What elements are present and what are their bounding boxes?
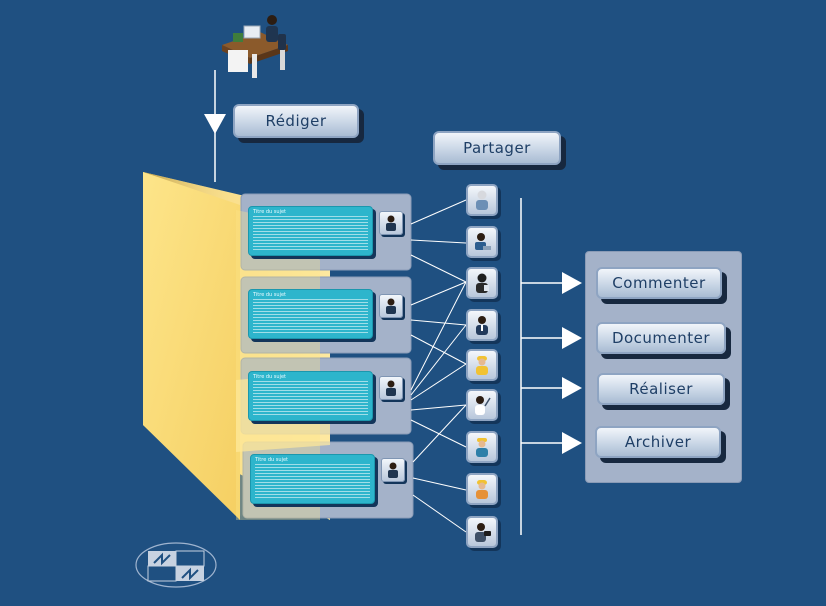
- participant-woman-with-tablet[interactable]: [466, 267, 498, 299]
- participant-person-with-camera[interactable]: [466, 516, 498, 548]
- archive-action-button[interactable]: Archiver: [595, 426, 721, 458]
- comment-action-text: Commenter: [612, 274, 706, 292]
- document-action-text: Documenter: [611, 329, 711, 347]
- document-card-1[interactable]: Titre du sujet: [248, 206, 373, 256]
- elderly-person-icon: [476, 190, 488, 210]
- document-text-lines: [253, 381, 368, 416]
- document-card-4[interactable]: Titre du sujet: [250, 454, 375, 504]
- participant-construction-worker[interactable]: [466, 473, 498, 505]
- author-avatar-icon: [386, 215, 396, 231]
- construction-worker-icon: [476, 480, 488, 499]
- document-text-lines: [253, 299, 368, 334]
- company-logo: [135, 542, 217, 588]
- realize-action-button[interactable]: Réaliser: [597, 373, 725, 405]
- folder-front: [143, 172, 240, 520]
- author-avatar-icon: [386, 298, 396, 314]
- document-text-lines: [255, 464, 370, 499]
- document-author-avatar[interactable]: [379, 294, 403, 318]
- woman-presenting-icon: [475, 396, 491, 415]
- share-step-label[interactable]: Partager: [433, 131, 561, 165]
- action-arrows: [521, 272, 582, 454]
- document-card-2[interactable]: Titre du sujet: [248, 289, 373, 339]
- realize-action-text: Réaliser: [629, 380, 693, 398]
- archive-action-text: Archiver: [624, 433, 692, 451]
- person-at-laptop-icon: [475, 233, 491, 250]
- technician-icon: [476, 438, 488, 457]
- document-title: Titre du sujet: [253, 292, 286, 298]
- document-author-avatar[interactable]: [379, 211, 403, 235]
- write-step-label[interactable]: Rédiger: [233, 104, 359, 138]
- document-author-avatar[interactable]: [381, 458, 405, 482]
- comment-action-button[interactable]: Commenter: [596, 267, 722, 299]
- write-step-text: Rédiger: [265, 112, 327, 130]
- participant-technician[interactable]: [466, 431, 498, 463]
- document-author-avatar[interactable]: [379, 376, 403, 400]
- person-with-camera-icon: [475, 523, 491, 542]
- author-at-desk-icon: [222, 15, 288, 78]
- woman-with-tablet-icon: [476, 273, 489, 293]
- participant-businessman[interactable]: [466, 309, 498, 341]
- share-step-text: Partager: [463, 139, 531, 157]
- document-title: Titre du sujet: [255, 457, 288, 463]
- businessman-icon: [476, 316, 488, 335]
- document-action-button[interactable]: Documenter: [596, 322, 726, 354]
- participant-woman-presenting[interactable]: [466, 389, 498, 421]
- document-title: Titre du sujet: [253, 209, 286, 215]
- document-title: Titre du sujet: [253, 374, 286, 380]
- worker-with-helmet-icon: [476, 356, 488, 375]
- document-card-3[interactable]: Titre du sujet: [248, 371, 373, 421]
- share-connectors: [410, 199, 467, 533]
- document-text-lines: [253, 216, 368, 251]
- author-avatar-icon: [386, 380, 396, 396]
- write-flow-arrow: [204, 114, 226, 134]
- participant-worker-with-helmet[interactable]: [466, 349, 498, 381]
- author-avatar-icon: [388, 462, 398, 478]
- participant-person-at-laptop[interactable]: [466, 226, 498, 258]
- participant-elderly-person[interactable]: [466, 184, 498, 216]
